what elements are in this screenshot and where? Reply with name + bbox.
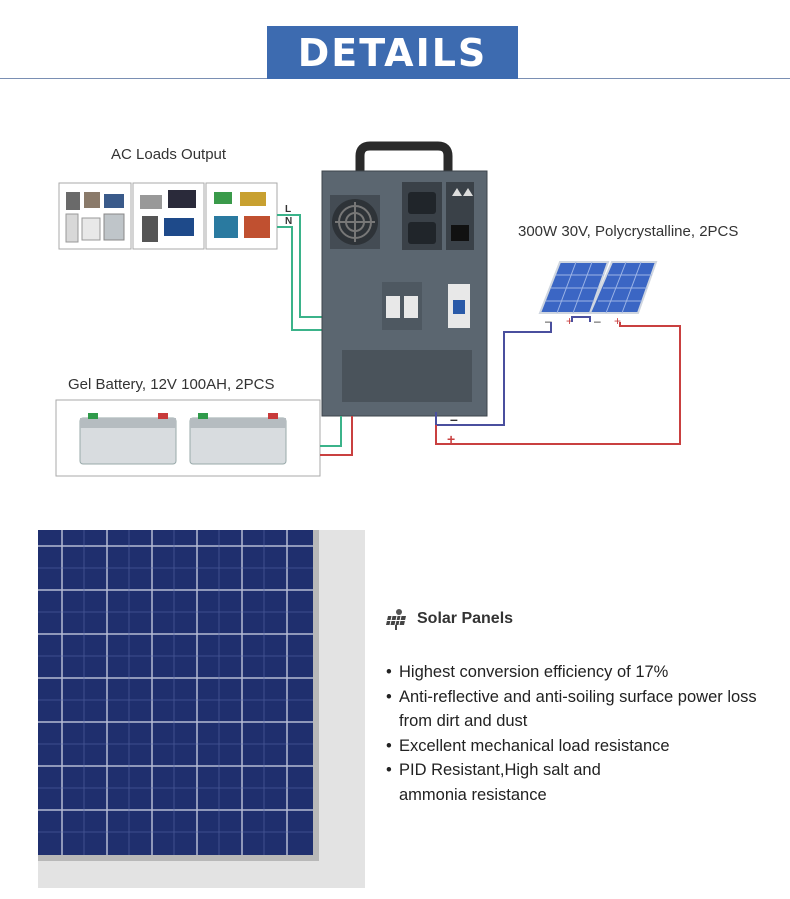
ac-loads-label: AC Loads Output [111,146,227,163]
panel-series-wire [571,316,591,322]
section-title: DETAILS [267,26,518,79]
inverter-unit [321,141,488,417]
features-list: Highest conversion efficiency of 17% Ant… [385,660,775,807]
line-terminal-label: L [285,204,291,215]
panel-pos-2: + [614,314,621,328]
battery-pair [55,399,321,477]
list-item: PID Resistant,High salt and ammonia resi… [385,758,629,807]
features-title: Solar Panels [417,610,514,627]
solar-panel-pair [538,261,658,314]
list-item: Excellent mechanical load resistance [385,734,775,759]
solar-panel-closeup [38,530,365,888]
ac-loads-images [58,182,278,250]
pv-negative-wire [435,322,552,426]
solar-panel-icon [386,609,406,630]
battery-pos-wire [320,416,353,456]
solar-panel-label: 300W 30V, Polycrystalline, 2PCS [518,223,739,240]
solar-panel-features: Solar Panels Highest conversion efficien… [385,608,775,807]
features-heading: Solar Panels [385,608,775,630]
neutral-terminal-label: N [285,216,292,227]
panel-pos-1: + [566,314,573,328]
list-item: Highest conversion efficiency of 17% [385,660,775,685]
battery-label: Gel Battery, 12V 100AH, 2PCS [68,376,275,393]
inverter-pos-terminal: + [447,431,455,447]
ac-wire-n [277,226,322,331]
list-item: Anti-reflective and anti-soiling surface… [385,685,775,734]
inverter-neg-terminal: – [450,411,458,427]
pv-positive-wire [435,322,681,445]
panel-neg-1: – [545,314,552,328]
panel-neg-2: – [594,314,601,328]
ac-wire-l [277,214,322,318]
battery-neg-wire [320,416,342,447]
